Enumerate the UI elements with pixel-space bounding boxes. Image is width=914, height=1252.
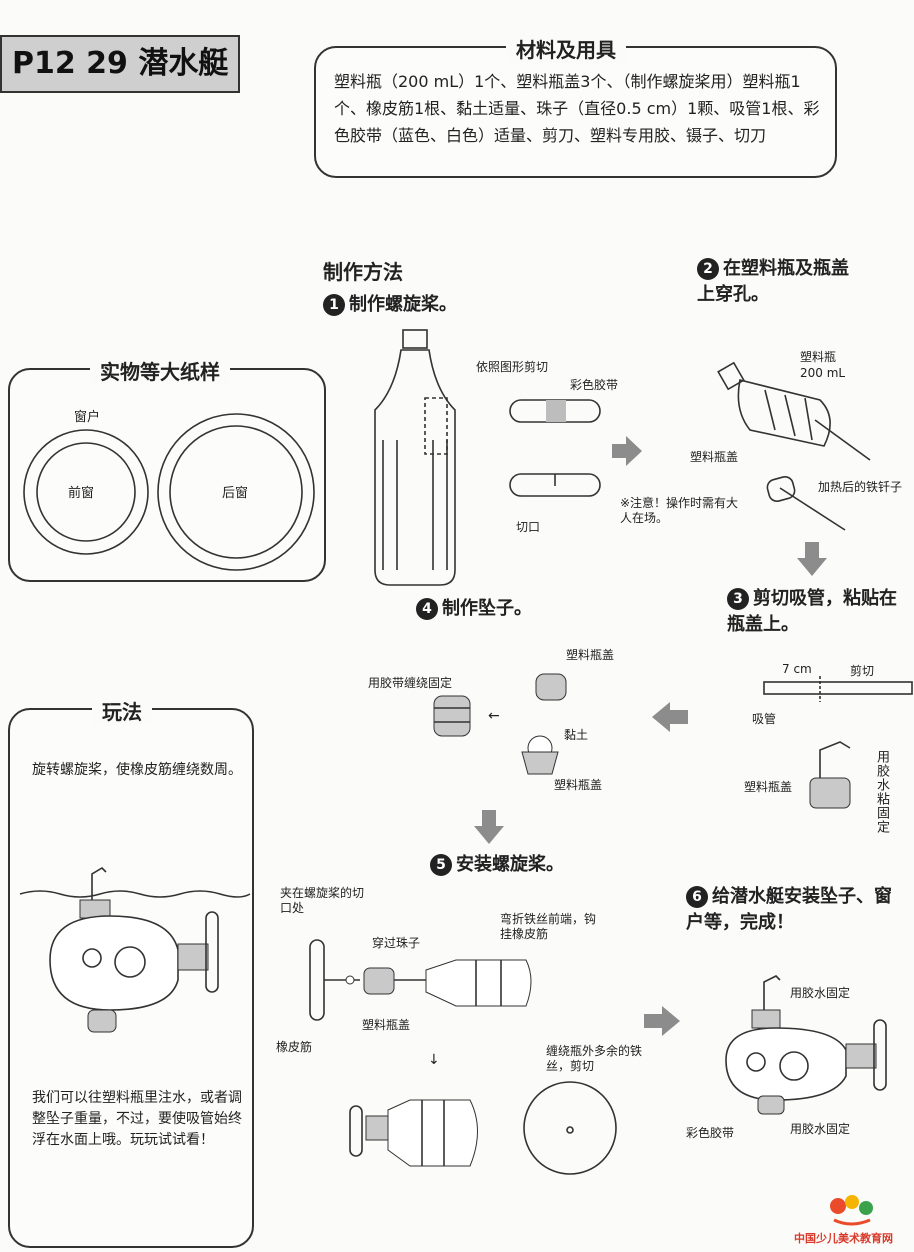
notice-label: ※注意！操作时需有大人在场。 [620, 496, 739, 525]
template-title: 实物等大纸样 [90, 356, 230, 385]
cut-label: 剪切 [850, 664, 875, 678]
bottle-200-label: 塑料瓶 [800, 350, 837, 364]
glue-fix2-label: 用胶水固定 [790, 1122, 851, 1136]
cut-by-shape-label: 依照图形剪切 [476, 360, 549, 374]
bend-wire-label: 弯折铁丝前端，钩挂橡皮筋 [500, 912, 597, 941]
step4-num: 4 [416, 598, 438, 620]
bottle-drawing [374, 329, 456, 586]
step5-num: 5 [430, 854, 452, 876]
finished-submarine-drawing [725, 975, 887, 1115]
step6-text: 给潜水艇安装坠子、窗户等，完成！ [686, 886, 892, 933]
template-box: 实物等大纸样 窗户 前窗 后窗 [8, 356, 326, 582]
tape-wrap-label: 用胶带缠绕固定 [368, 676, 453, 690]
bottle-side-drawing [717, 361, 871, 531]
watermark-text: 中国少儿美术教育网 [794, 1232, 893, 1245]
arrow-left-1 [652, 702, 688, 732]
arrow-right-1 [612, 436, 642, 466]
small-arrow-down: ↓ [428, 1052, 440, 1068]
front-window-label: 前窗 [68, 486, 95, 501]
front-window-rings [23, 413, 315, 571]
step2-text: 在塑料瓶及瓶盖上穿孔。 [697, 258, 849, 305]
arrow-right-2 [644, 1006, 680, 1036]
step6-num: 6 [686, 886, 708, 908]
materials-box: 材料及用具 塑料瓶（200 mL）1个、塑料瓶盖3个、（制作螺旋桨用）塑料瓶1个… [314, 34, 837, 178]
step1-text: 制作螺旋桨。 [349, 294, 457, 315]
cap4-label: 塑料瓶盖 [554, 778, 603, 792]
rubber-band-label: 橡皮筋 [276, 1040, 313, 1054]
play-text-1: 旋转螺旋桨，使橡皮筋缠绕数周。 [32, 762, 242, 778]
cap-with-straw [809, 741, 851, 809]
arrow-down-1 [797, 542, 827, 576]
materials-text: 塑料瓶（200 mL）1个、塑料瓶盖3个、（制作螺旋桨用）塑料瓶1个、橡皮筋1根… [334, 72, 820, 145]
step2-num: 2 [697, 258, 719, 280]
color-tape2-label: 彩色胶带 [686, 1126, 735, 1140]
watermark-logo-icon [830, 1195, 873, 1226]
play-box: 玩法 旋转螺旋桨，使橡皮筋缠绕数周。 我们可以往塑料瓶里注水，或者调整坠子重量，… [8, 696, 254, 1248]
step3-num: 3 [727, 588, 749, 610]
back-window-label: 后窗 [222, 486, 249, 501]
color-tape-label: 彩色胶带 [570, 378, 619, 392]
window-label: 窗户 [74, 410, 101, 425]
glue-fix-vertical-label: 用胶水粘固定 [874, 750, 889, 834]
step4-text: 制作坠子。 [442, 598, 532, 619]
step1-num: 1 [323, 294, 345, 316]
arrow-down-2 [474, 810, 504, 844]
hot-wire-label: 加热后的铁钎子 [818, 480, 903, 494]
straw-label: 吸管 [752, 712, 777, 726]
glue-fix-label: 用胶水固定 [790, 986, 851, 1000]
play-title: 玩法 [92, 696, 152, 725]
cut-slot-label: 切口 [516, 520, 541, 534]
cap2-label: 塑料瓶盖 [744, 780, 793, 794]
through-bead-label: 穿过珠子 [372, 936, 421, 950]
submarine-water-drawing [19, 866, 251, 1033]
page-title: P12 29 潜水艇 [0, 35, 240, 93]
bottle-200-vol: 200 mL [800, 366, 846, 380]
bottle-with-propeller-drawing [349, 1081, 617, 1175]
play-text-2: 我们可以往塑料瓶里注水，或者调整坠子重量，不过，要使吸管始终浮在水面上哦。玩玩试… [32, 1090, 242, 1148]
weight-taped-drawing [433, 695, 471, 737]
wrap-wire-label: 缠绕瓶外多余的铁丝，剪切 [546, 1044, 643, 1073]
step3-text: 剪切吸管，粘贴在瓶盖上。 [727, 588, 897, 635]
straw-drawing [763, 676, 913, 702]
clay-cap-drawing [521, 735, 559, 775]
clip-slot-label: 夹在螺旋桨的切口处 [280, 886, 365, 915]
cap3-label: 塑料瓶盖 [566, 648, 615, 662]
materials-title: 材料及用具 [506, 34, 626, 63]
cap5-label: 塑料瓶盖 [362, 1018, 411, 1032]
method-title: 制作方法 [323, 260, 403, 284]
weight-cap-drawing [535, 673, 567, 701]
clay-label: 黏土 [564, 728, 589, 742]
propeller-pieces [509, 399, 601, 497]
seven-cm-label: 7 cm [782, 662, 812, 676]
step5-text: 安装螺旋桨。 [456, 854, 564, 875]
small-arrow-left: ← [488, 708, 500, 724]
cap-label: 塑料瓶盖 [690, 450, 739, 464]
propeller-assembly-drawing [309, 939, 532, 1021]
